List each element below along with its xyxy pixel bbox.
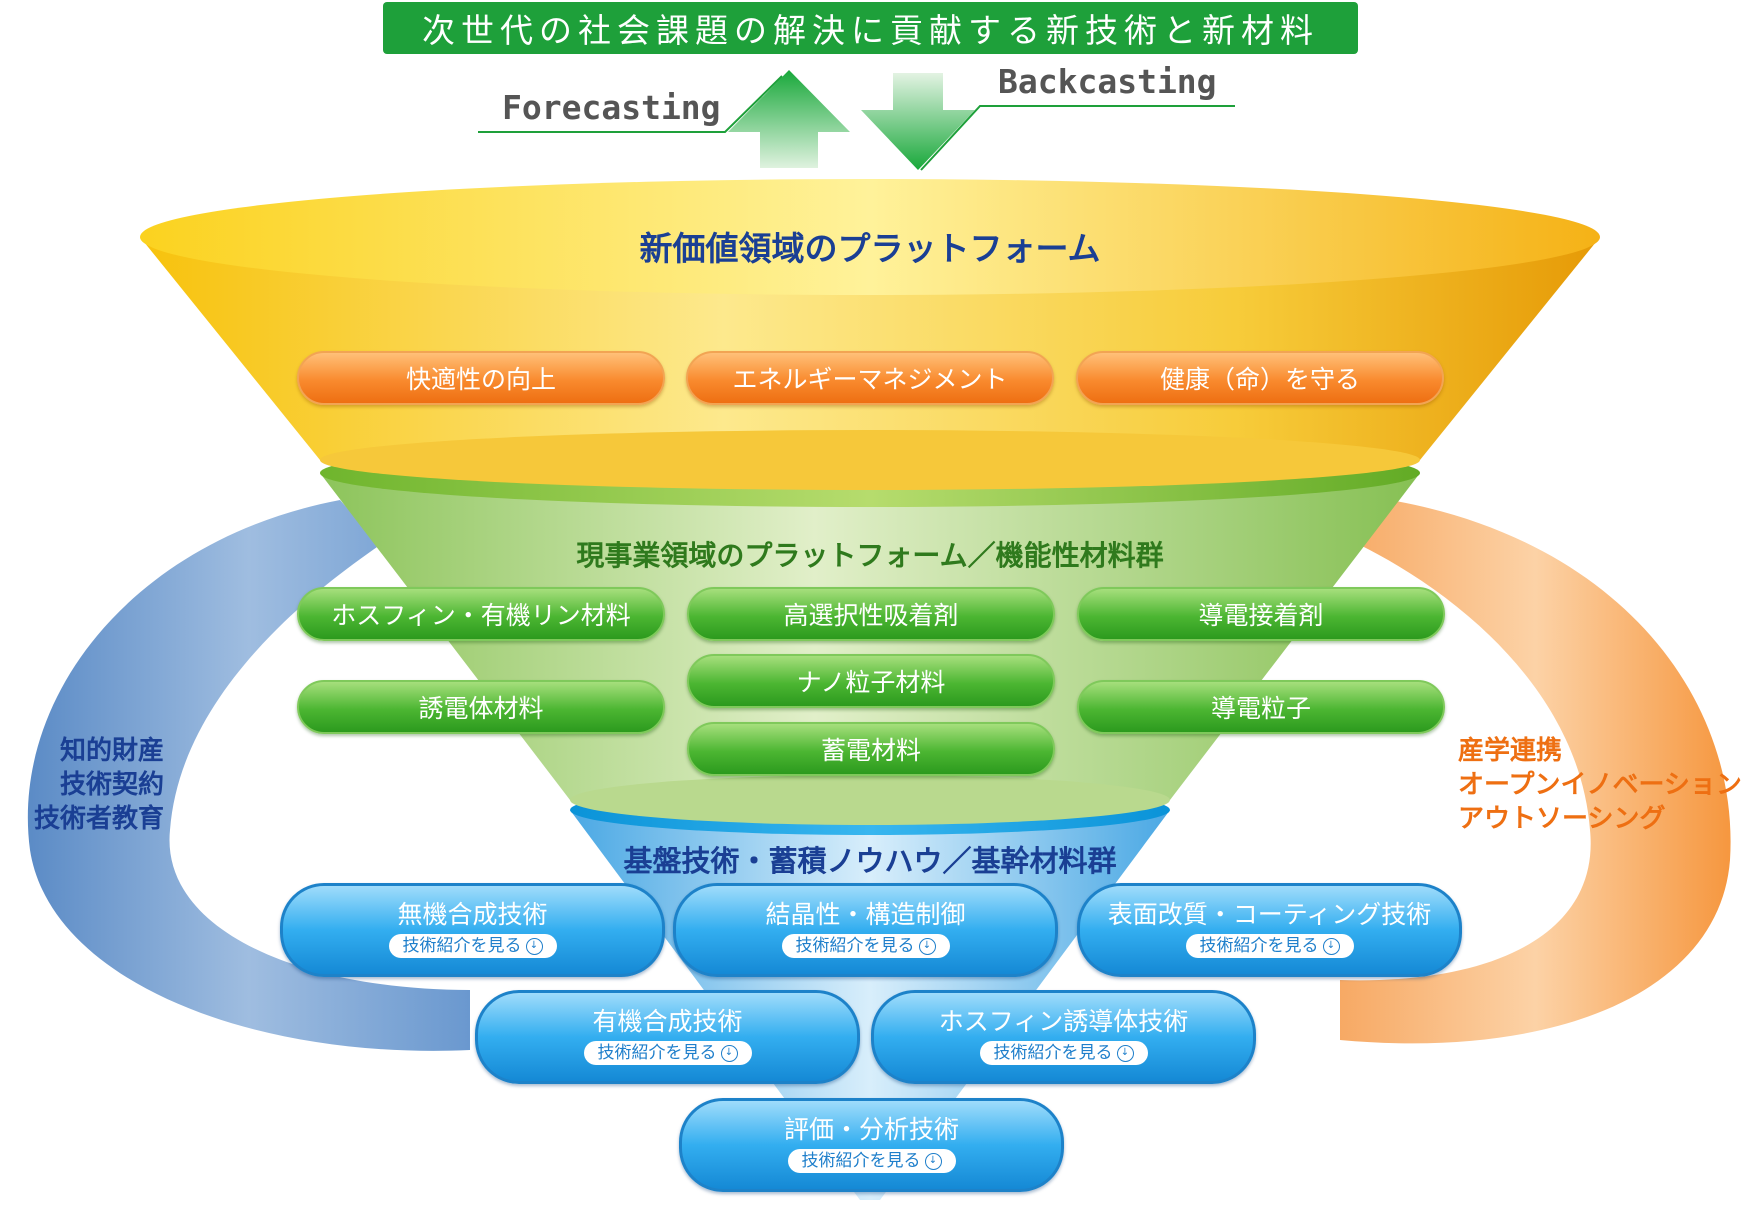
tech-intro-link[interactable]: 技術紹介を見る↓	[787, 1149, 956, 1173]
up-arrow-icon	[728, 70, 850, 168]
down-circle-icon: ↓	[924, 1152, 942, 1170]
foundation-item-label: 評価・分析技術	[783, 1115, 959, 1144]
foundation-item-inorganic[interactable]: 無機合成技術 技術紹介を見る↓	[280, 883, 665, 977]
foundation-item-label: 有機合成技術	[592, 1007, 743, 1036]
down-circle-icon: ↓	[1322, 937, 1340, 955]
right-arc	[1340, 500, 1731, 1044]
tech-intro-link[interactable]: 技術紹介を見る↓	[583, 1041, 752, 1065]
new-value-item-energy[interactable]: エネルギーマネジメント	[686, 351, 1054, 405]
current-item-conductive-particle[interactable]: 導電粒子	[1077, 680, 1445, 734]
down-circle-icon: ↓	[918, 937, 936, 955]
tech-intro-link[interactable]: 技術紹介を見る↓	[979, 1041, 1148, 1065]
current-item-adsorbent[interactable]: 高選択性吸着剤	[687, 587, 1055, 641]
foundation-item-label: 無機合成技術	[397, 900, 548, 929]
current-funnel-bottom	[570, 775, 1170, 825]
foundation-item-phosphine-derivative[interactable]: ホスフィン誘導体技術 技術紹介を見る↓	[871, 990, 1256, 1084]
new-value-funnel-bottom	[320, 430, 1420, 490]
foundation-item-organic[interactable]: 有機合成技術 技術紹介を見る↓	[475, 990, 860, 1084]
down-circle-icon: ↓	[720, 1044, 738, 1062]
tech-intro-link[interactable]: 技術紹介を見る↓	[1185, 934, 1354, 958]
right-support-text: 産学連携 オープンイノベーション アウトソーシング	[1458, 736, 1742, 834]
top-goal-banner: 次世代の社会課題の解決に貢献する新技術と新材料	[383, 2, 1358, 54]
current-item-conductive-adhesive[interactable]: 導電接着剤	[1077, 587, 1445, 641]
down-circle-icon: ↓	[525, 937, 543, 955]
new-value-item-health[interactable]: 健康（命）を守る	[1076, 351, 1444, 405]
tech-intro-link[interactable]: 技術紹介を見る↓	[388, 934, 557, 958]
new-value-item-comfort[interactable]: 快適性の向上	[297, 351, 665, 405]
foundation-title: 基盤技術・蓄積ノウハウ／基幹材料群	[623, 844, 1117, 878]
foundation-item-label: ホスフィン誘導体技術	[938, 1007, 1189, 1036]
left-support-text: 知的財産 技術契約 技術者教育	[33, 736, 164, 834]
down-circle-icon: ↓	[1116, 1044, 1134, 1062]
foundation-item-label: 結晶性・構造制御	[765, 900, 966, 929]
foundation-item-crystal[interactable]: 結晶性・構造制御 技術紹介を見る↓	[673, 883, 1058, 977]
tech-intro-link[interactable]: 技術紹介を見る↓	[781, 934, 950, 958]
down-arrow-icon	[861, 73, 975, 170]
foundation-item-surface[interactable]: 表面改質・コーティング技術 技術紹介を見る↓	[1077, 883, 1462, 977]
foundation-item-label: 表面改質・コーティング技術	[1107, 900, 1432, 929]
forecast-line	[478, 75, 783, 133]
current-item-storage[interactable]: 蓄電材料	[687, 722, 1055, 776]
current-item-nanoparticle[interactable]: ナノ粒子材料	[687, 654, 1055, 708]
current-item-dielectric[interactable]: 誘電体材料	[297, 680, 665, 734]
new-value-title: 新価値領域のプラットフォーム	[639, 229, 1101, 268]
forecasting-label: Forecasting	[502, 88, 721, 127]
new-value-funnel-rim	[140, 179, 1600, 295]
current-business-title: 現事業領域のプラットフォーム／機能性材料群	[576, 539, 1164, 572]
left-arc	[27, 500, 470, 1051]
current-item-phosphine[interactable]: ホスフィン・有機リン材料	[297, 587, 665, 641]
backcast-line	[920, 105, 1235, 171]
foundation-item-analysis[interactable]: 評価・分析技術 技術紹介を見る↓	[679, 1098, 1064, 1192]
backcasting-label: Backcasting	[998, 62, 1217, 101]
